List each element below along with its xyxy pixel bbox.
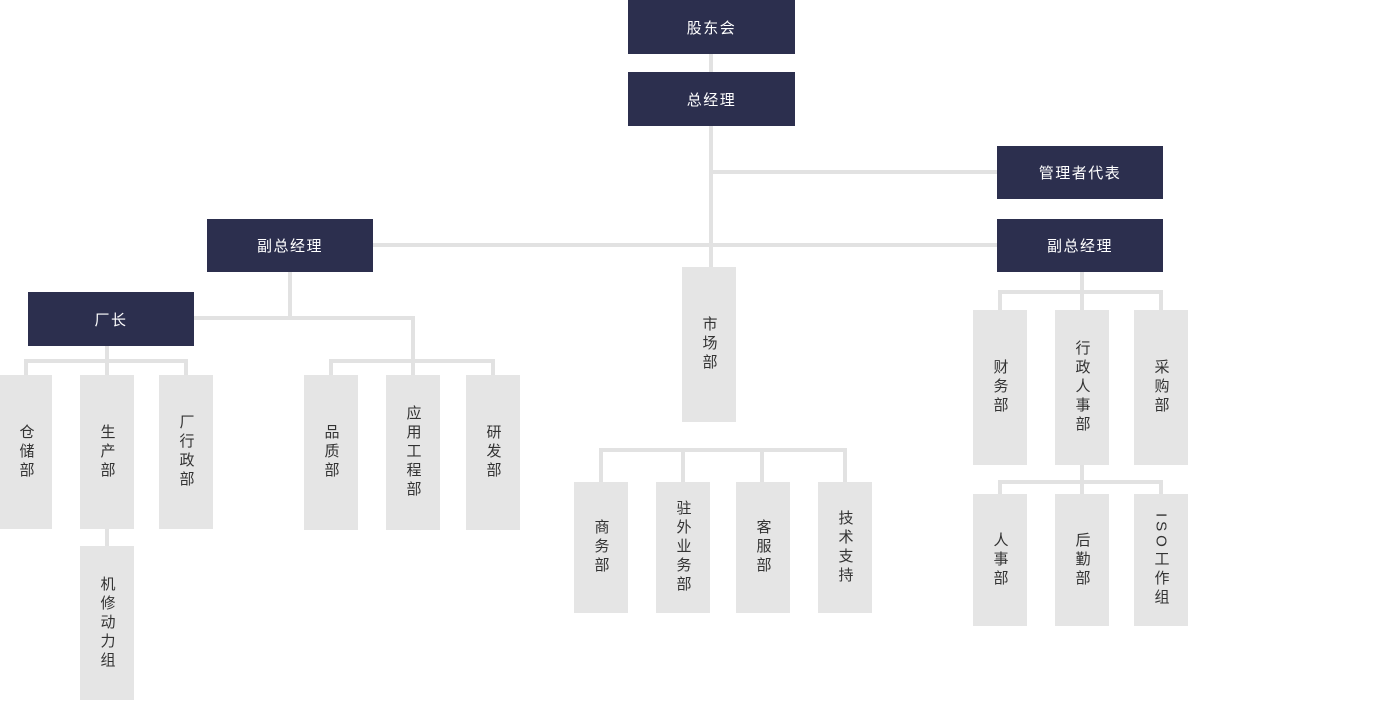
org-node-deputy-gm-right: 副总经理: [997, 219, 1163, 272]
org-node-rnd: 研发部: [466, 375, 520, 530]
org-node-tech-support: 技术支持: [818, 482, 872, 613]
org-node-deputy-gm-left: 副总经理: [207, 219, 373, 272]
org-node-admin-hr: 行政人事部: [1055, 310, 1109, 465]
connector-line: [843, 452, 847, 482]
org-node-iso-group: ISO工作组: [1134, 494, 1188, 626]
connector-line: [105, 529, 109, 546]
connector-line: [709, 170, 997, 174]
org-node-application-eng: 应用工程部: [386, 375, 440, 530]
connector-line: [329, 359, 495, 363]
connector-line: [998, 484, 1002, 494]
org-node-business: 商务部: [574, 482, 628, 613]
connector-line: [998, 480, 1163, 484]
org-node-shareholders: 股东会: [628, 0, 795, 54]
connector-line: [599, 452, 603, 482]
org-node-general-manager: 总经理: [628, 72, 795, 126]
org-node-warehouse: 仓储部: [0, 375, 52, 529]
connector-line: [288, 272, 292, 320]
org-node-hr: 人事部: [973, 494, 1027, 626]
connector-line: [184, 363, 188, 375]
connector-line: [411, 316, 415, 363]
org-node-purchasing: 采购部: [1134, 310, 1188, 465]
connector-line: [709, 54, 713, 72]
connector-line: [760, 452, 764, 482]
org-node-machine-repair: 机修动力组: [80, 546, 134, 700]
connector-line: [998, 290, 1163, 294]
org-node-field-business: 驻外业务部: [656, 482, 710, 613]
connector-line: [24, 359, 188, 363]
connector-line: [1159, 484, 1163, 494]
connector-line: [1080, 465, 1084, 494]
connector-line: [998, 294, 1002, 310]
org-node-factory-admin: 厂行政部: [159, 375, 213, 529]
org-node-customer-service: 客服部: [736, 482, 790, 613]
connector-line: [411, 363, 415, 375]
connector-line: [709, 126, 713, 267]
connector-line: [1159, 294, 1163, 310]
connector-line: [599, 448, 847, 452]
org-node-finance: 财务部: [973, 310, 1027, 465]
connector-line: [24, 363, 28, 375]
connector-line: [681, 452, 685, 482]
org-node-production: 生产部: [80, 375, 134, 529]
connector-line: [491, 363, 495, 375]
connector-line: [373, 243, 997, 247]
connector-line: [329, 363, 333, 375]
org-node-marketing: 市场部: [682, 267, 736, 422]
connector-line: [194, 316, 415, 320]
org-node-logistics: 后勤部: [1055, 494, 1109, 626]
org-node-management-rep: 管理者代表: [997, 146, 1163, 199]
org-node-quality: 品质部: [304, 375, 358, 530]
org-node-factory-director: 厂长: [28, 292, 194, 346]
